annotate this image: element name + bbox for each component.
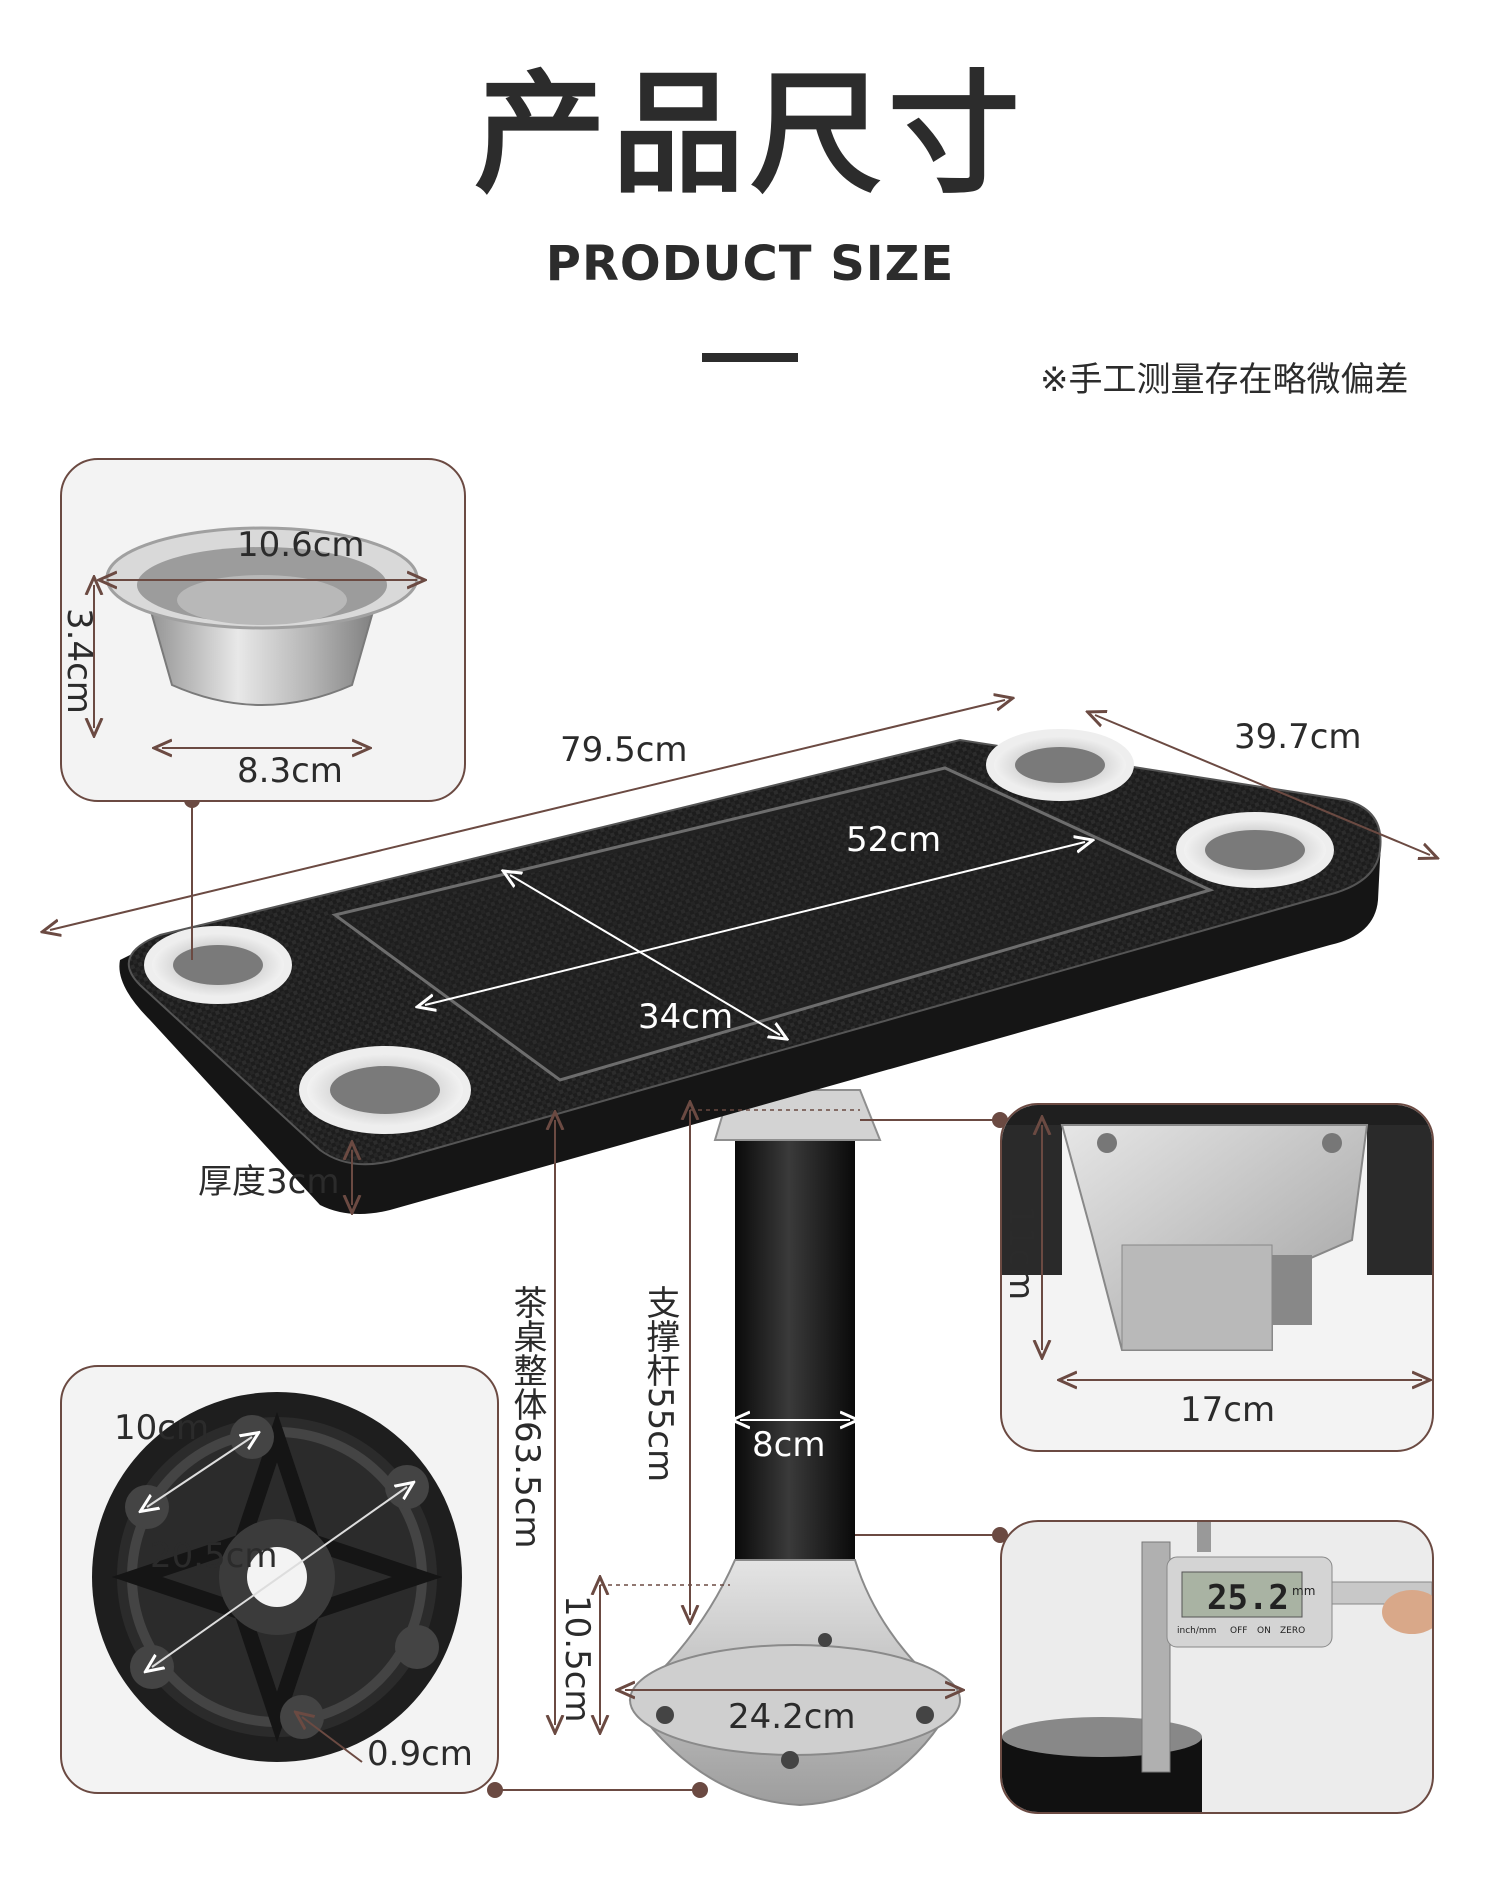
base-bottom-illustration [92,1392,462,1763]
cup-illustration [62,526,464,800]
mount-detail-card: 11cm 17cm [1000,1103,1434,1452]
pole-diameter-label: 8cm [752,1425,826,1465]
caliper-illustration [1002,1522,1432,1812]
caliper-reading: 25.2 [1207,1578,1289,1618]
cup-holder [986,729,1134,801]
title-divider [702,353,798,362]
connector-dot [487,1782,503,1798]
page-subtitle: PRODUCT SIZE [545,236,955,292]
caliper-button-off: OFF [1230,1626,1248,1636]
base-bottom-card: 10cm 20.5cm 0.9cm [60,1365,499,1794]
measurement-note: ※手工测量存在略微偏差 [1040,360,1409,400]
pole-length-label: 支撑杆55cm [640,1285,680,1483]
caliper-detail-card: 25.2 mm inch/mm OFF ON ZERO [1000,1520,1434,1814]
connector-dot [692,1782,708,1798]
caliper-unit: mm [1292,1584,1316,1598]
caliper-button-unit: inch/mm [1177,1626,1217,1636]
table-length-label: 79.5cm [560,730,688,770]
cup-holder [299,1046,471,1134]
tray-length-label: 52cm [846,820,942,860]
support-pole [735,1105,855,1625]
base-height-label: 10.5cm [557,1595,597,1723]
thickness-label: 厚度3cm [198,1162,340,1202]
mount-illustration [1002,1105,1432,1450]
cup-bottom-label: 8.3cm [237,751,343,791]
cup-detail-card: 10.6cm 3.4cm 8.3cm [60,458,466,802]
caliper-button-zero: ZERO [1280,1626,1306,1636]
cup-holder [1176,812,1334,888]
page-title: 产品尺寸 [474,58,1026,212]
mount-width-label: 17cm [1180,1390,1276,1430]
table-width-label: 39.7cm [1234,717,1362,757]
cup-height-label: 3.4cm [60,608,99,714]
mount-height-label: 11cm [1001,1205,1041,1301]
tray-width-label: 34cm [638,997,734,1037]
total-height-label: 茶桌整体63.5cm [507,1285,547,1549]
caliper-button-on: ON [1257,1626,1271,1636]
base-hole-spacing-label: 10cm [114,1408,210,1448]
cup-holder [144,926,292,1004]
base-hole-diameter-label: 0.9cm [367,1734,473,1774]
base-diameter-label: 24.2cm [728,1697,856,1737]
base-hole-diagonal-label: 20.5cm [150,1536,278,1576]
cup-diameter-label: 10.6cm [237,525,365,565]
